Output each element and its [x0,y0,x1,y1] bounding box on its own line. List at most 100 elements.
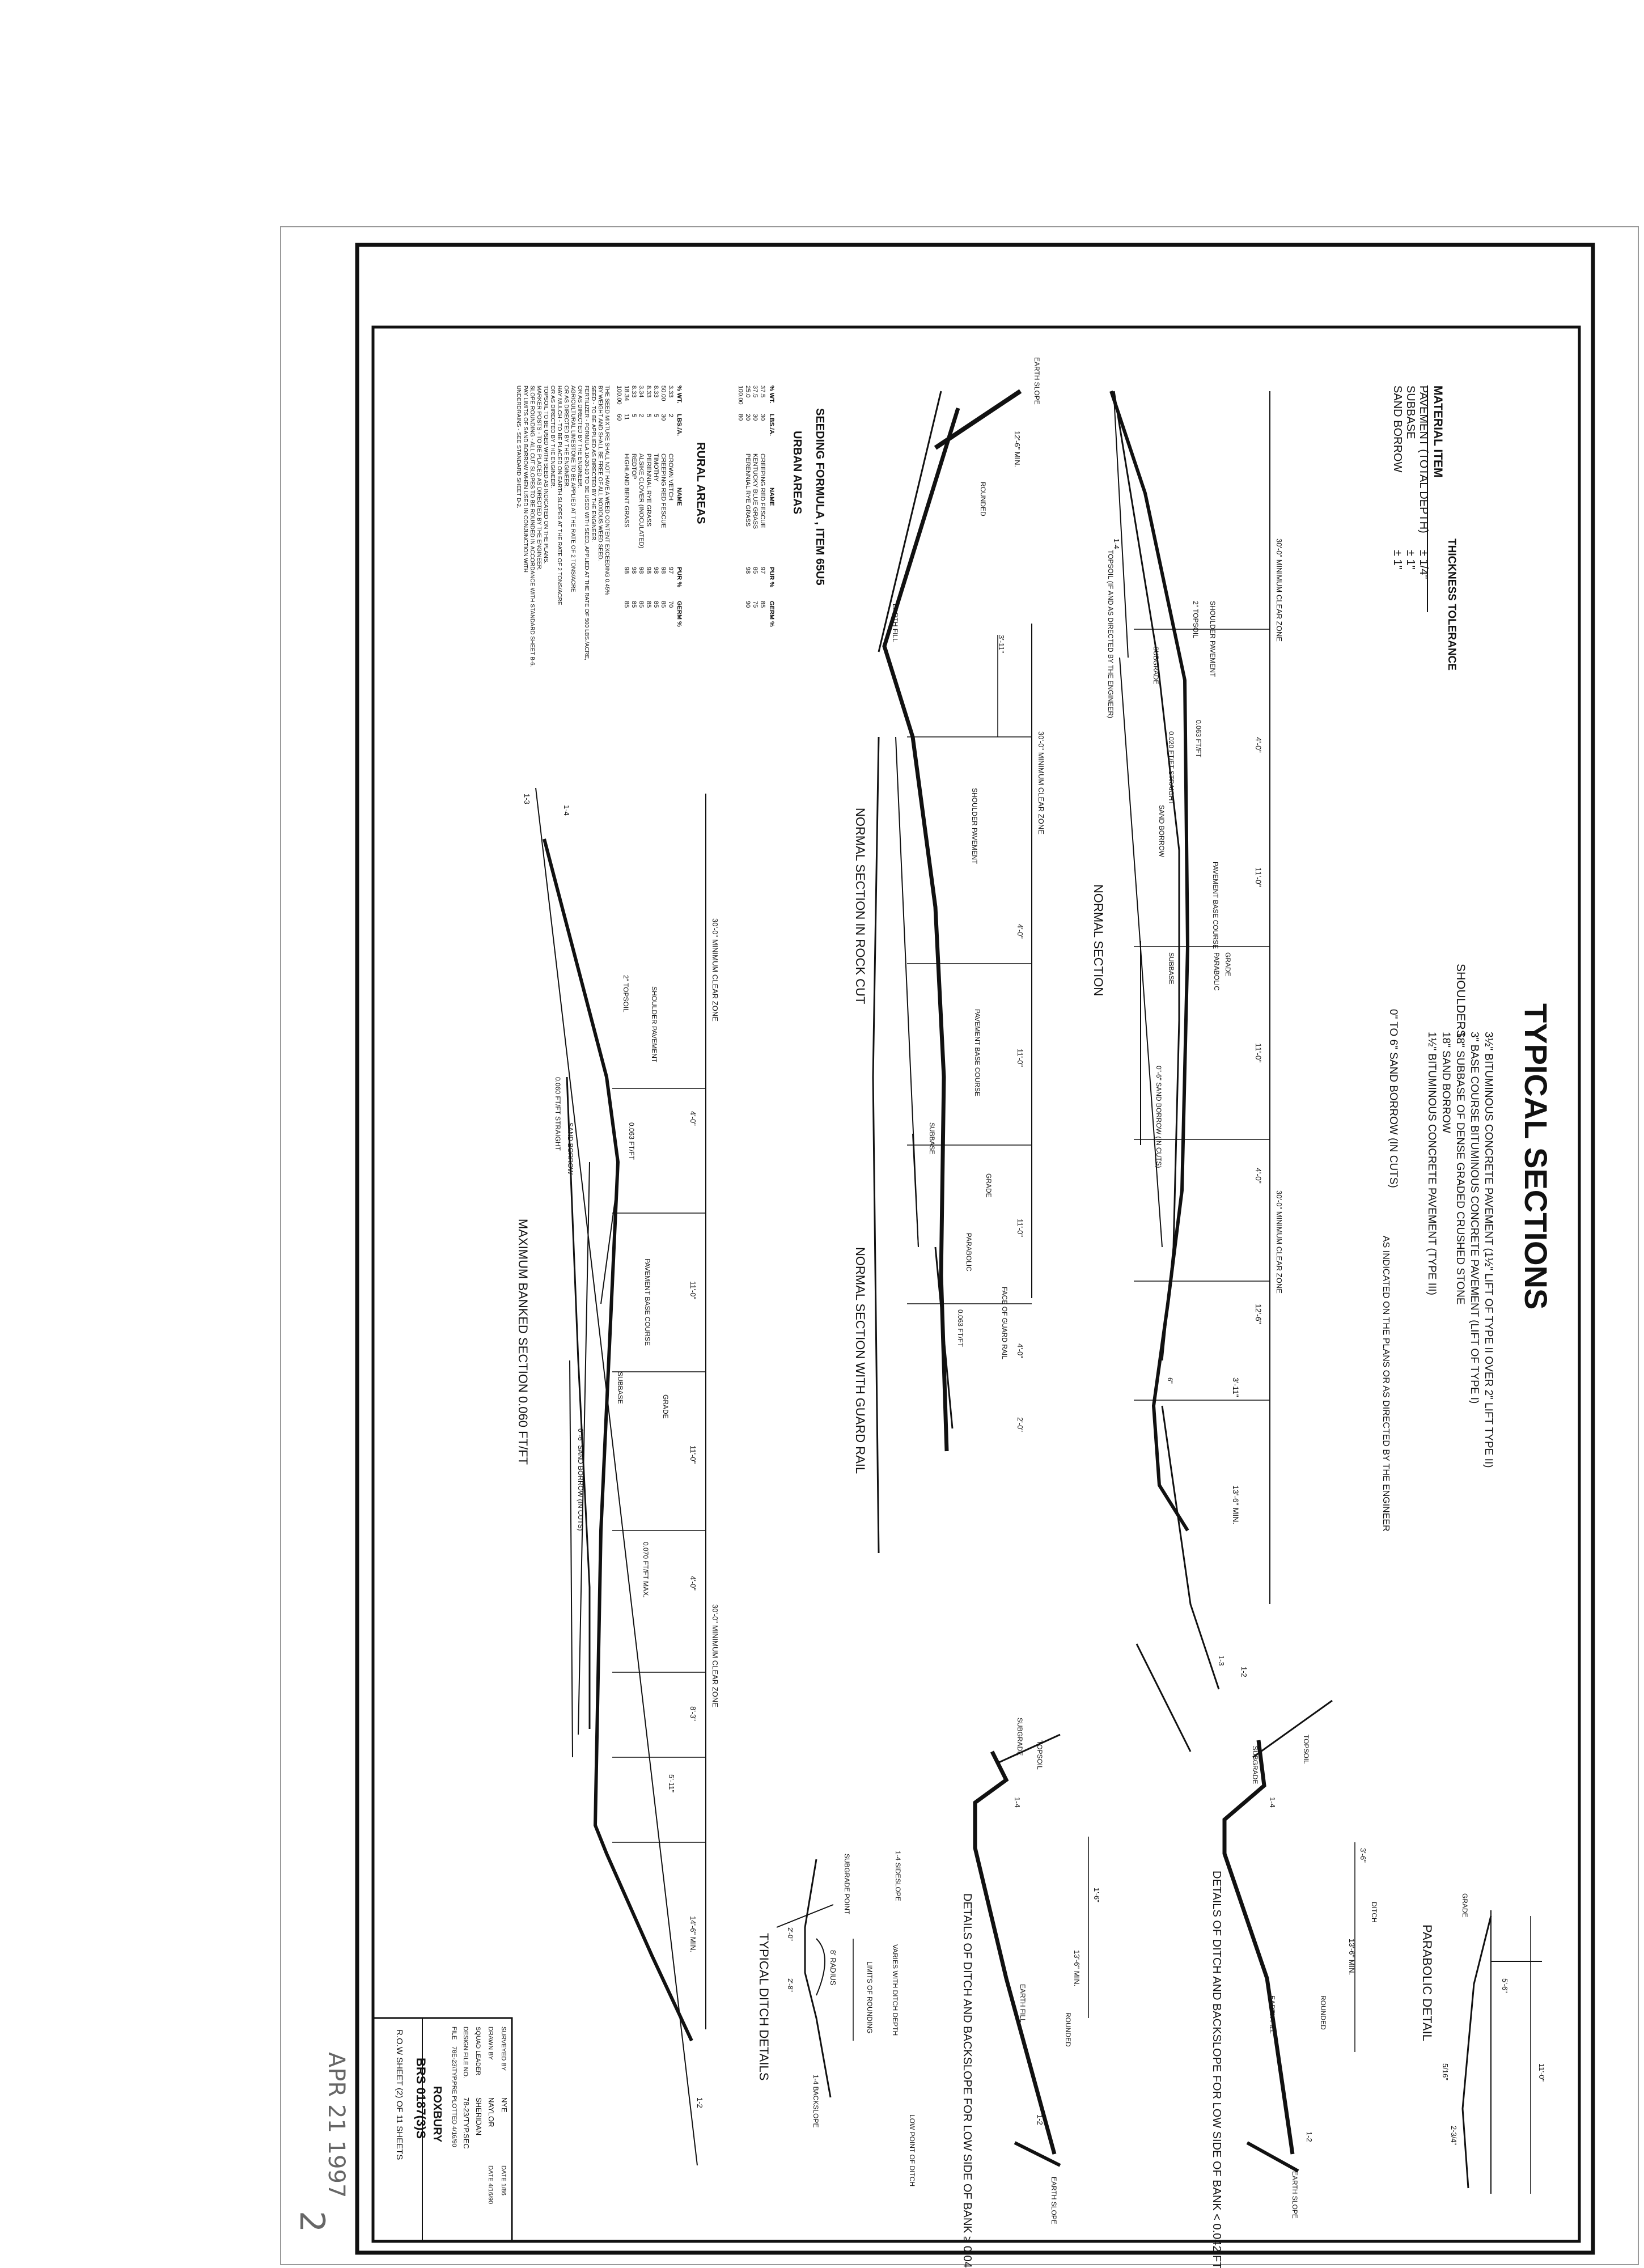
dim-label: 4'-0" [1254,1168,1263,1184]
rural-seed-cell: 70 [667,601,674,608]
ditch-low-label: 13'-6" MIN. [1348,1939,1356,1975]
seed-header: % WT. [768,385,775,404]
ditch-low-label: 3'-6" [1359,1848,1367,1863]
dim-label: 11'-0" [1254,867,1263,887]
dim-label: 4'-0" [1254,737,1263,753]
rural-seed-cell: CROWN VETCH [667,453,674,501]
rural-seed-cell: 85 [645,601,652,608]
dim-label: 11'-0" [1254,1043,1263,1063]
rural-seed-cell: 98 [660,567,667,574]
normal-clear-zone: 30'-0" MINIMUM CLEAR ZONE [1275,539,1283,642]
banked-clear-zone: 30'-0" MINIMUM CLEAR ZONE [711,918,719,1021]
pavement-note-3: 18" SUBBASE OF DENSE GRADED CRUSHED STON… [1454,1032,1466,1305]
urban-seed-cell: 75 [752,601,759,608]
seeding-note: PAY LIMITS OF SAND BORROW WHEN USED IN C… [522,385,528,573]
sand-borrow-note: 0" TO 6" SAND BORROW (IN CUTS) [1387,1009,1399,1188]
rural-seed-cell: 30 [660,414,667,421]
urban-seed-cell: CREEPING RED FESCUE [759,453,766,528]
urban-seed-cell: 30 [759,414,766,421]
rural-seed-cell: 98 [638,567,645,574]
material-row-tol: ± 1" [1391,550,1404,570]
seeding-note: HAY MULCH - TO BE PLACED ON EARTH SLOPES… [556,385,562,605]
tb-sheet-number: R.O.W SHEET (2) OF 11 SHEETS [395,2029,404,2160]
typical-ditch-label: 1-4 BACKSLOPE [812,2075,820,2127]
banked-dim: 8'-3" [689,1706,697,1721]
ditch-low-label: 1-4 [1268,1797,1277,1808]
rural-seed-cell: 98 [623,567,630,574]
rural-seed-cell: 8.33 [630,385,637,397]
seeding-note: UNDERDRAINS - SEE STANDARD SHEET D-2. [515,385,522,508]
inner-border [371,325,1581,2243]
guard-rail-title: NORMAL SECTION WITH GUARD RAIL [853,1247,867,1474]
ditch-low-label: EARTH SLOPE [1291,2171,1299,2219]
seeding-formula: SEEDING FORMULA , ITEM 65U5 URBAN AREAS … [768,385,826,627]
ditch-low-label: TOPSOIL [1302,1735,1310,1764]
banked-label: 0.063 FT/FT [628,1122,635,1160]
banked-title: MAXIMUM BANKED SECTION 0.060 FT/FT [516,1219,530,1465]
rock-label: ROUNDED [979,482,987,516]
ditch-low-detail [1222,1699,1355,2173]
dim-label: 12'-6" [1254,1304,1263,1324]
rock-clear-zone: 30'-0" MINIMUM CLEAR ZONE [1037,731,1045,834]
rural-seed-cell: 5 [652,414,659,417]
paper-edge [280,226,1639,2265]
ditch-high-label: EARTH SLOPE [1050,2177,1058,2224]
seed-header: LBS./A. [768,414,775,436]
banked-dim: 4'-0" [689,1576,697,1591]
rural-seed-cell: 60 [616,414,622,421]
material-header-item: MATERIAL ITEM [1431,385,1444,478]
seeding-note: THE SEED MIXTURE SHALL NOT HAVE A WEED C… [604,385,610,595]
banked-dim: 14'-6" MIN. [689,1916,697,1952]
shoulders-note: 1½" BITUMINOUS CONCRETE PAVEMENT (TYPE I… [1426,1032,1438,1295]
guard-label: 0.063 FT/FT [956,1309,964,1347]
guard-label: SUBBASE [928,1122,936,1155]
rural-seed-cell: 85 [623,601,630,608]
pavement-note-2: 3" BASE COURSE BITUMINOUS CONCRETE PAVEM… [1468,1032,1480,1404]
seeding-note: AGRICULTURAL LIMESTONE TO BE APPLIED AT … [570,385,576,592]
parabolic-label: 5/16" [1441,2063,1450,2080]
typical-ditch-label: LOW POINT OF DITCH [908,2114,916,2186]
ditch-high-label: 1'-6" [1092,1888,1101,1902]
rural-seed-cell: 5 [630,414,637,417]
material-header-tol: THICKNESS TOLERANCE [1446,539,1457,671]
pavement-note-4: 18" SAND BORROW [1440,1032,1452,1133]
urban-seed-cell: 20 [744,414,751,421]
ditch-high-label: TOPSOIL [1036,1740,1044,1770]
normal-clear-zone-2: 30'-0" MINIMUM CLEAR ZONE [1275,1190,1283,1294]
seed-header: PUR % [768,567,775,587]
material-table: MATERIAL ITEM THICKNESS TOLERANCE PAVEME… [1391,385,1457,671]
typical-ditch-label: LIMITS OF ROUNDING [866,1961,874,2033]
rural-seed-cell: TIMOTHY [652,453,659,482]
tb-file-no-label: DESIGN FILE NO. [462,2027,469,2078]
pavement-note-1: 3½" BITUMINOUS CONCRETE PAVEMENT (1½" LI… [1482,1032,1494,1468]
tb-surveyed-name: NYE [500,2097,509,2113]
rural-seed-cell: 8.33 [652,385,659,397]
tb-town: ROXBURY [431,2086,443,2143]
slope-label: 1-2 [1240,1667,1248,1677]
material-row-tol: ± 1" [1404,550,1417,570]
seed-header: PUR % [676,567,683,587]
ditch-low-title: DETAILS OF DITCH AND BACKSLOPE FOR LOW S… [1210,1871,1223,2268]
seed-header: GERM % [676,601,683,627]
tb-project: BRS 0187(3)S [414,2058,428,2139]
seeding-note: OR AS DIRECTED BY THE ENGINEER. [549,385,556,488]
material-row-tol: ± 1/4" [1417,550,1430,579]
normal-label: 0"-6" SAND BORROW (IN CUTS) [1155,1066,1163,1168]
rural-seed-cell: 97 [667,567,674,574]
rural-seed-cell: REDTOP [630,453,637,480]
normal-label: 2" TOPSOIL [1192,601,1200,638]
urban-seed-cell: 85 [759,601,766,608]
parabolic-label: 11'-0" [1537,2063,1546,2082]
rural-seed-cell: 8.33 [645,385,652,397]
ditch-low-label: EARTH FILL [1268,1995,1276,2034]
typical-ditch-title: TYPICAL DITCH DETAILS [757,1933,771,2080]
ditch-low-label: ROUNDED [1319,1995,1327,2030]
rural-seed-cell: 100.00 [616,385,622,405]
seeding-note: TOPSOIL TO BE USED WITH SEED AS INDICATE… [543,385,549,563]
seed-header: LBS./A. [676,414,683,436]
ditch-low-label: 1-2 [1305,2131,1313,2142]
seeding-notes: THE SEED MIXTURE SHALL NOT HAVE A WEED C… [515,385,610,667]
normal-label: TOPSOIL (IF AND AS DIRECTED BY THE ENGIN… [1107,550,1115,718]
rural-seed-cell: 85 [630,601,637,608]
